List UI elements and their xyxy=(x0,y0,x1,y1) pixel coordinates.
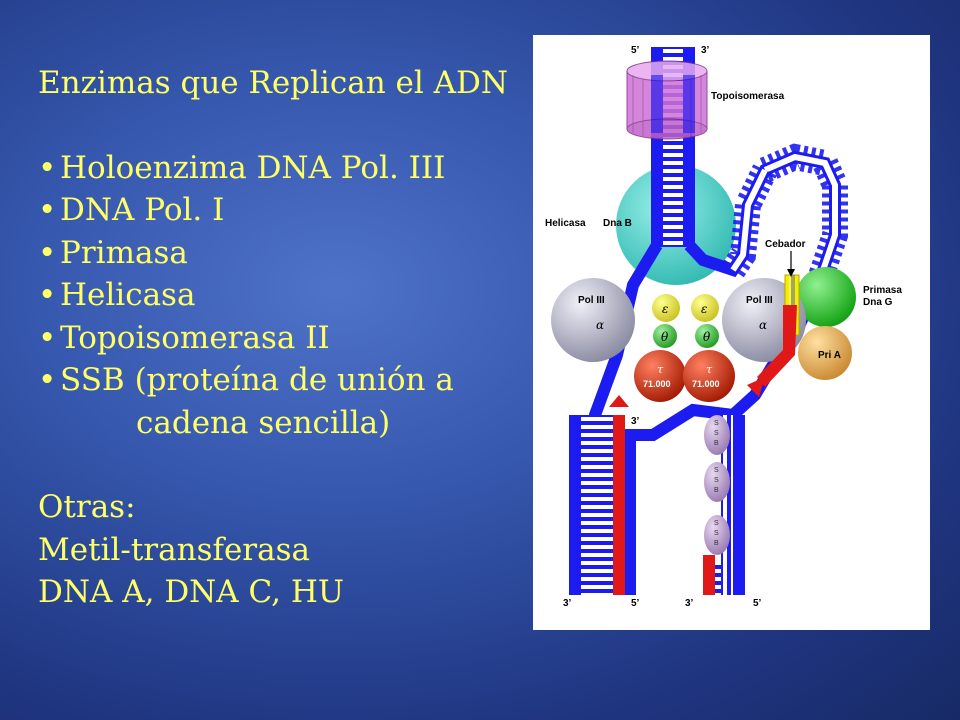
okazaki-fragment xyxy=(703,555,715,595)
list-item-text: DNA Pol. I xyxy=(60,192,225,228)
ssb-protein xyxy=(704,415,730,455)
label-3-prime-bottom-left: 3’ xyxy=(563,598,572,609)
primase-sphere xyxy=(796,267,856,327)
tau-subunit-right xyxy=(683,350,735,402)
leading-base-pairs xyxy=(581,415,613,595)
ssb-letter: B xyxy=(714,540,719,547)
epsilon-subunit-left xyxy=(652,294,680,322)
okazaki-red-fragment xyxy=(757,305,797,387)
ssb-proteins: S S B S S B S S B xyxy=(704,415,730,555)
list-item: •Helicasa xyxy=(38,274,528,317)
new-leading-strand xyxy=(613,415,625,595)
bullet-icon: • xyxy=(38,277,57,313)
ssb-protein xyxy=(704,515,730,555)
label-tau-left: τ xyxy=(657,363,664,376)
list-item-text: Primasa xyxy=(60,234,188,271)
replication-fork-diagram: S S B S S B S S B Topoisome xyxy=(533,35,930,630)
ssb-letter: S xyxy=(714,420,719,427)
label-5-prime-top: 5’ xyxy=(631,45,640,56)
slide-text: Enzimas que Replican el ADN •Holoenzima … xyxy=(38,62,528,614)
ssb-letter: S xyxy=(714,430,719,437)
label-dna-g: Dna G xyxy=(863,297,893,308)
spacer xyxy=(38,105,528,147)
label-tau-value-right: 71.000 xyxy=(692,379,720,389)
other-item: DNA A, DNA C, HU xyxy=(38,574,345,610)
label-3-prime-top: 3’ xyxy=(701,45,710,56)
pri-a-sphere xyxy=(798,326,852,380)
diagram-svg: S S B S S B S S B Topoisome xyxy=(545,45,902,609)
bullet-icon: • xyxy=(38,149,57,186)
bullet-icon: • xyxy=(38,234,57,271)
label-helicasa: Helicasa xyxy=(545,218,586,229)
template-bottom-right xyxy=(733,415,745,595)
label-tau-right: τ xyxy=(706,363,713,376)
list-item-continuation: cadena sencilla) xyxy=(136,404,391,441)
bullet-icon: • xyxy=(38,319,57,356)
ssb-protein xyxy=(704,462,730,502)
label-cebador: Cebador xyxy=(765,239,806,250)
label-tau-value-left: 71.000 xyxy=(643,379,671,389)
template-bottom-left xyxy=(569,415,581,595)
label-alpha-left: α xyxy=(596,318,604,332)
label-alpha-right: α xyxy=(759,318,767,332)
ssb-letter: B xyxy=(714,440,719,447)
list-item: •Topoisomerasa II xyxy=(38,317,528,360)
bullet-icon: • xyxy=(38,362,57,398)
theta-subunit-right xyxy=(695,324,719,348)
slide-title: Enzimas que Replican el ADN xyxy=(38,65,508,101)
epsilon-subunit-right xyxy=(691,294,719,322)
label-theta-right: θ xyxy=(703,330,711,344)
list-item: •Primasa xyxy=(38,232,528,275)
label-dna-b: Dna B xyxy=(603,218,632,229)
pointer-arrow-icon xyxy=(787,269,795,277)
list-item-text: Topoisomerasa II xyxy=(60,319,330,356)
label-5-prime-bottom-left: 5’ xyxy=(631,598,640,609)
label-epsilon-right: ε xyxy=(701,302,707,316)
pol-iii-left xyxy=(551,278,635,362)
label-theta-left: θ xyxy=(661,330,669,344)
ssb-letter: S xyxy=(714,520,719,527)
label-pol-iii-left: Pol III xyxy=(578,295,605,306)
spacer xyxy=(38,444,528,486)
label-3-prime-leading: 3’ xyxy=(631,416,640,427)
ssb-letter: B xyxy=(714,487,719,494)
theta-subunit-left xyxy=(653,324,677,348)
list-item: •DNA Pol. I xyxy=(38,189,528,232)
tau-subunit-left xyxy=(634,350,686,402)
list-item-text: SSB (proteína de unión a xyxy=(60,362,454,398)
list-item: •SSB (proteína de unión a cadena sencilla… xyxy=(38,359,528,444)
ssb-letter: S xyxy=(714,477,719,484)
label-topoisomerasa: Topoisomerasa xyxy=(711,91,785,102)
label-epsilon-left: ε xyxy=(662,302,668,316)
ssb-letter: S xyxy=(714,467,719,474)
label-pri-a: Pri A xyxy=(818,350,841,361)
label-5-prime-bottom-right: 5’ xyxy=(753,598,762,609)
lagging-arrow-icon xyxy=(747,377,765,397)
label-primasa: Primasa xyxy=(863,285,902,296)
ssb-letter: S xyxy=(714,530,719,537)
list-item: •Holoenzima DNA Pol. III xyxy=(38,147,528,190)
list-item-text: Holoenzima DNA Pol. III xyxy=(60,149,446,186)
others-heading: Otras: xyxy=(38,489,136,525)
list-item-text: Helicasa xyxy=(60,277,196,313)
bullet-icon: • xyxy=(38,192,57,228)
enzyme-list: •Holoenzima DNA Pol. III •DNA Pol. I •Pr… xyxy=(38,147,528,445)
label-3-prime-bottom-right: 3’ xyxy=(685,598,694,609)
leading-arrow-icon xyxy=(609,395,629,407)
label-pol-iii-right: Pol III xyxy=(746,295,773,306)
other-item: Metil-transferasa xyxy=(38,531,310,568)
